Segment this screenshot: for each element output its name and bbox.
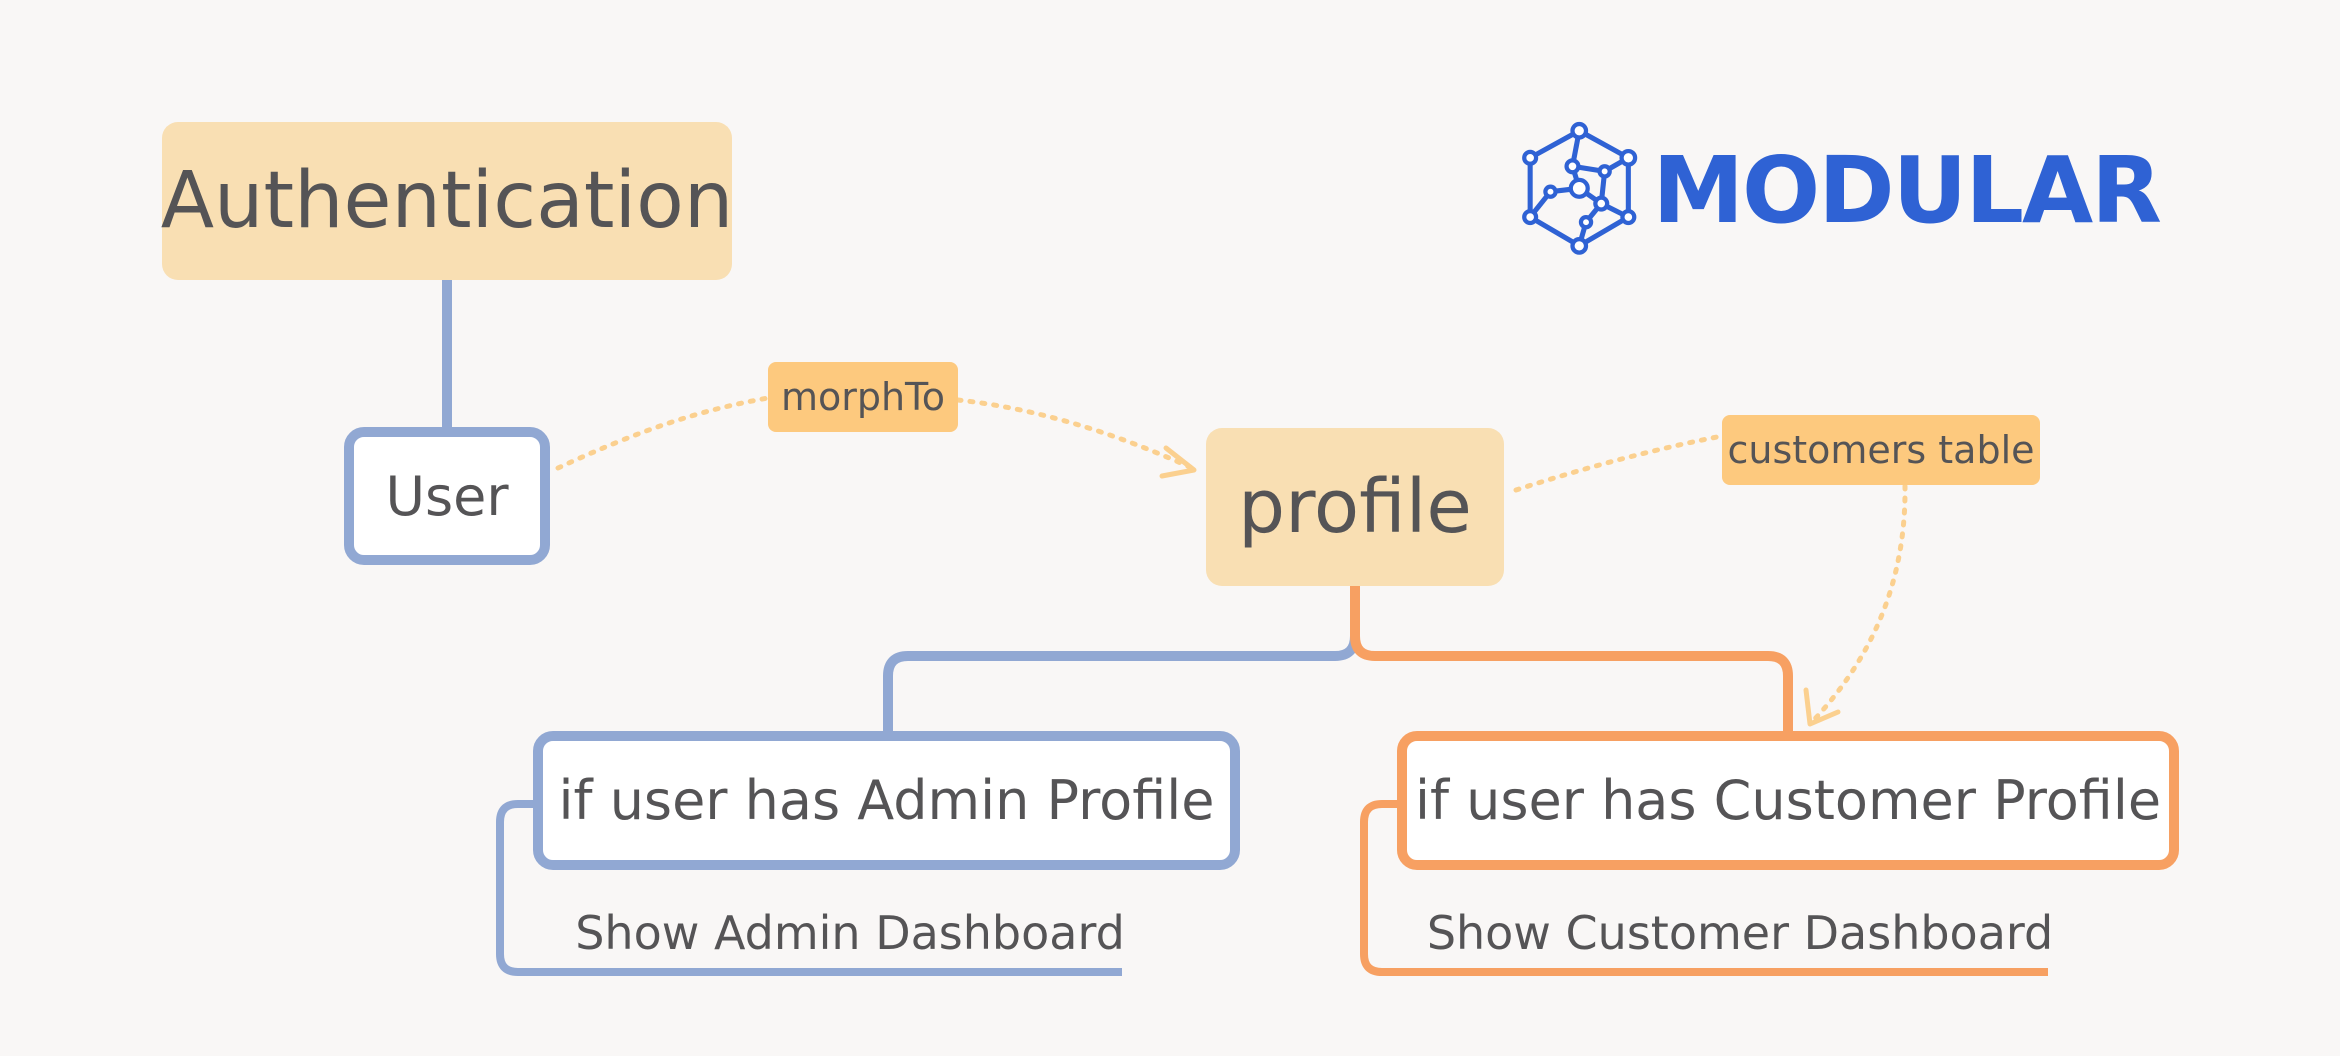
molecule-hexagon-icon xyxy=(1522,121,1638,255)
admin-condition-node: if user has Admin Profile xyxy=(533,731,1240,870)
authentication-node: Authentication xyxy=(161,122,733,280)
customers-arrowhead xyxy=(1803,687,1841,727)
admin-leaf-bracket xyxy=(496,800,1122,976)
user-node: User xyxy=(344,427,550,565)
morph-to-link xyxy=(555,395,1195,471)
admin-dashboard-result: Show Admin Dashboard xyxy=(575,906,1125,960)
morph-arrowhead xyxy=(1159,445,1197,479)
morph-to-label: morphTo xyxy=(768,362,958,432)
customers-link-top xyxy=(1513,433,1725,493)
customer-condition-node: if user has Customer Profile xyxy=(1397,731,2179,870)
profile-node: profile xyxy=(1206,428,1504,586)
modular-logo: MODULAR xyxy=(1520,100,2162,280)
profile-customer-connector xyxy=(1350,586,1793,734)
customer-dashboard-result: Show Customer Dashboard xyxy=(1426,906,2054,960)
customers-link-down xyxy=(1809,483,1908,725)
modular-logo-text: MODULAR xyxy=(1652,136,2162,244)
profile-admin-connector xyxy=(883,586,1360,734)
customer-leaf-bracket xyxy=(1360,800,2048,976)
customers-table-label: customers table xyxy=(1722,415,2040,485)
